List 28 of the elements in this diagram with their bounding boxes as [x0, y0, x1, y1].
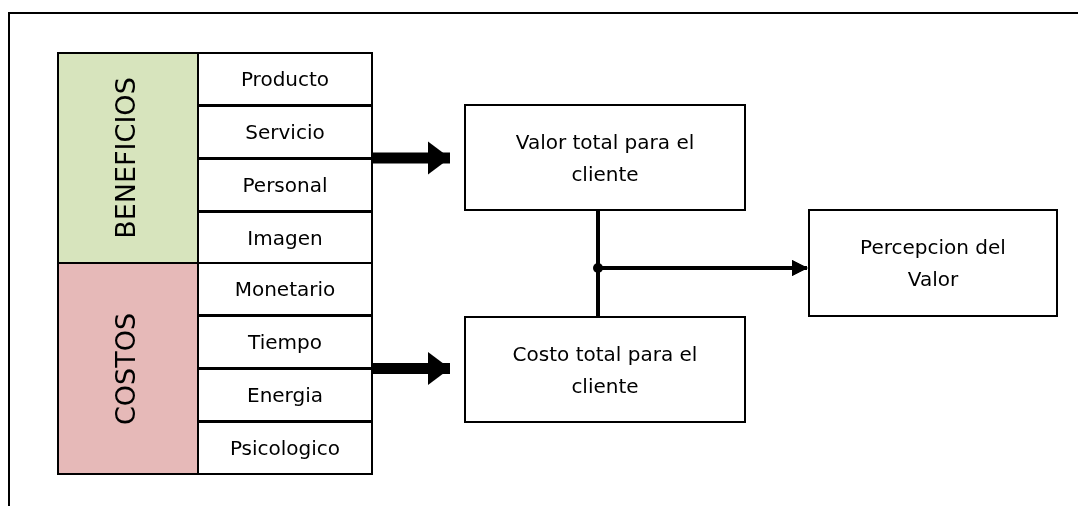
item-cell [197, 315, 373, 369]
category-band [57, 262, 373, 475]
arrow [373, 141, 450, 175]
item-cell [197, 158, 373, 212]
process-box [808, 209, 1058, 317]
item-label: Servicio [245, 119, 325, 146]
process-box [464, 104, 746, 211]
item-label: Energia [247, 382, 323, 409]
item-cell [197, 421, 373, 475]
item-cell [197, 52, 373, 106]
item-label: Personal [242, 172, 328, 199]
item-label: Tiempo [248, 329, 322, 356]
item-label: Monetario [234, 276, 336, 303]
item-cell [197, 105, 373, 159]
process-box [464, 316, 746, 423]
category-band [57, 52, 373, 264]
item-cell [197, 368, 373, 422]
item-label: Imagen [247, 224, 323, 252]
box-label: Costo total para el cliente [511, 340, 699, 400]
item-label: Psicologico [229, 435, 341, 462]
box-label: Percepcion del Valor [859, 234, 1007, 293]
arrow [373, 352, 450, 385]
item-label: Producto [240, 66, 330, 93]
category-label: COSTOS [111, 312, 141, 425]
item-cell [197, 262, 373, 316]
item-cell [197, 211, 373, 264]
category-label: BENEFICIOS [111, 77, 141, 239]
box-label: Valor total para el cliente [514, 128, 696, 188]
